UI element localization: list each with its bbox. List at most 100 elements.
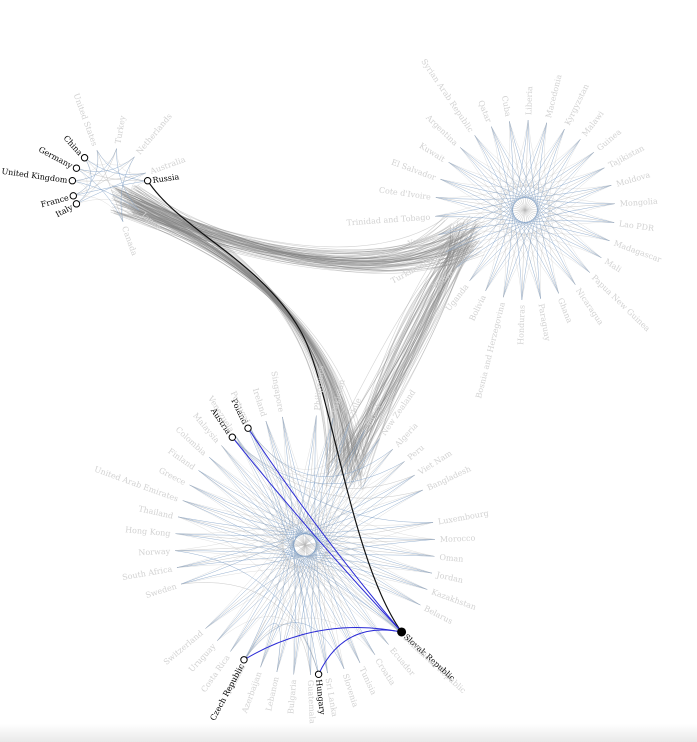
label-russia[interactable]: Russia: [152, 172, 180, 185]
bundle-edge: [328, 248, 457, 460]
label-madagascar[interactable]: Madagascar: [613, 239, 663, 265]
label-croatia[interactable]: Croatia: [373, 657, 397, 687]
label-belarus[interactable]: Belarus: [422, 604, 454, 626]
label-finland[interactable]: Finland: [166, 447, 196, 472]
label-qatar[interactable]: Qatar: [476, 99, 493, 124]
label-singapore[interactable]: Singapore: [269, 370, 285, 413]
label-mali[interactable]: Mali: [603, 257, 623, 274]
label-united-kingdom[interactable]: United Kingdom: [1, 167, 68, 185]
bundle-edge: [344, 232, 480, 452]
intra-edge: [502, 122, 548, 298]
bundle-edge: [120, 195, 472, 271]
intra-edge: [448, 162, 615, 223]
bundle-edge: [124, 197, 357, 480]
intra-edge: [469, 138, 581, 282]
bundle-edge: [362, 236, 476, 490]
bundle-edge: [350, 237, 466, 471]
node-austria[interactable]: [228, 433, 237, 441]
label-united-states[interactable]: United States: [72, 92, 99, 147]
label-bolivia[interactable]: Bolivia: [468, 293, 488, 322]
label-philippines[interactable]: Philippines: [313, 365, 326, 411]
label-greece[interactable]: Greece: [157, 466, 187, 487]
label-el-salvador[interactable]: El Salvador: [390, 158, 437, 183]
label-lao-pdr[interactable]: Lao PDR: [618, 219, 655, 233]
label-azerbaijan[interactable]: Azerbaijan: [240, 670, 264, 715]
bundle-edge: [360, 220, 469, 476]
label-kuwait[interactable]: Kuwait: [418, 141, 447, 164]
node-slovak-republic[interactable]: [397, 627, 407, 637]
label-peru[interactable]: Peru: [406, 443, 426, 462]
intra-edge: [435, 151, 595, 198]
label-china[interactable]: China: [62, 134, 85, 158]
bundle-edge: [112, 195, 343, 476]
label-honduras[interactable]: Honduras: [516, 305, 526, 345]
label-trinidad-and-tobago[interactable]: Trinidad and Tobago: [346, 213, 431, 228]
label-ghana[interactable]: Ghana: [556, 297, 574, 325]
label-thailand[interactable]: Thailand: [138, 504, 175, 520]
label-hong-kong[interactable]: Hong Kong: [125, 525, 171, 538]
node-italy[interactable]: [72, 200, 81, 208]
label-turkey[interactable]: Turkey: [114, 115, 128, 145]
label-argentina[interactable]: Argentina: [423, 112, 459, 147]
label-tajikistan[interactable]: Tajikistan: [607, 143, 646, 169]
label-tunisia[interactable]: Tunisia: [358, 666, 379, 697]
bundle-edge: [115, 203, 331, 453]
intra-edge: [455, 151, 595, 269]
label-cote-d-ivoire[interactable]: Cote d'Ivoire: [378, 186, 431, 202]
bundle-edge: [351, 237, 452, 459]
label-malawi[interactable]: Malawi: [580, 109, 606, 138]
label-oman[interactable]: Oman: [439, 553, 464, 564]
label-jordan[interactable]: Jordan: [435, 570, 464, 585]
node-czech-republic[interactable]: [240, 656, 248, 664]
bundle-edge: [115, 194, 485, 271]
intra-edge: [548, 129, 565, 294]
label-liberia[interactable]: Liberia: [524, 86, 534, 115]
intra-edge: [232, 437, 435, 557]
label-canada[interactable]: Canada: [120, 225, 139, 257]
label-germany[interactable]: Germany: [37, 145, 74, 171]
intra-edge: [205, 489, 423, 629]
label-paraguay[interactable]: Paraguay: [537, 303, 553, 342]
bundle-edge: [344, 233, 478, 487]
node-germany[interactable]: [72, 164, 81, 172]
label-luxembourg[interactable]: Luxembourg: [437, 509, 489, 527]
label-norway[interactable]: Norway: [138, 547, 171, 557]
label-mongolia[interactable]: Mongolia: [619, 197, 658, 209]
node-russia[interactable]: [143, 177, 152, 185]
label-cuba[interactable]: Cuba: [500, 95, 513, 118]
bundle-edge: [325, 237, 467, 456]
intra-edge: [448, 162, 602, 258]
label-macedonia[interactable]: Macedonia: [544, 73, 564, 119]
node-hungary[interactable]: [314, 670, 323, 678]
label-kyrgyzstan[interactable]: Kyrgyzstan: [563, 82, 591, 126]
label-guinea[interactable]: Guinea: [595, 127, 623, 153]
label-south-africa[interactable]: South Africa: [122, 564, 174, 582]
label-sweden[interactable]: Sweden: [144, 582, 177, 600]
label-bulgaria[interactable]: Bulgaria: [286, 679, 298, 715]
bundle-edge: [132, 202, 475, 271]
label-morocco[interactable]: Morocco: [440, 534, 476, 545]
label-algeria[interactable]: Algeria: [393, 421, 420, 450]
label-lebanon[interactable]: Lebanon: [264, 676, 280, 712]
intra-edge: [474, 135, 576, 285]
label-guatemala[interactable]: Guatemala: [306, 680, 317, 725]
intra-edge: [485, 151, 595, 292]
bundle-edge: [130, 210, 335, 462]
bundle-edge: [338, 234, 452, 466]
label-bosnia-and-herzegovina[interactable]: Bosnia and Herzegovina: [474, 301, 507, 399]
label-moldova[interactable]: Moldova: [615, 170, 651, 188]
label-hungary[interactable]: Hungary: [314, 679, 327, 716]
intra-edge: [440, 178, 559, 294]
node-poland[interactable]: [244, 424, 252, 432]
label-chile[interactable]: Chile: [347, 397, 363, 420]
bundle-edge: [334, 223, 477, 483]
label-ireland[interactable]: Ireland: [251, 387, 268, 418]
node-france[interactable]: [69, 192, 77, 200]
node-china[interactable]: [80, 154, 89, 162]
label-slovenia[interactable]: Slovenia: [341, 673, 360, 709]
intra-edge: [73, 150, 99, 197]
intra-edge: [175, 533, 402, 633]
node-united-kingdom[interactable]: [68, 177, 77, 185]
label-nicaragua[interactable]: Nicaragua: [574, 287, 605, 327]
label-netherlands[interactable]: Netherlands: [135, 112, 174, 156]
